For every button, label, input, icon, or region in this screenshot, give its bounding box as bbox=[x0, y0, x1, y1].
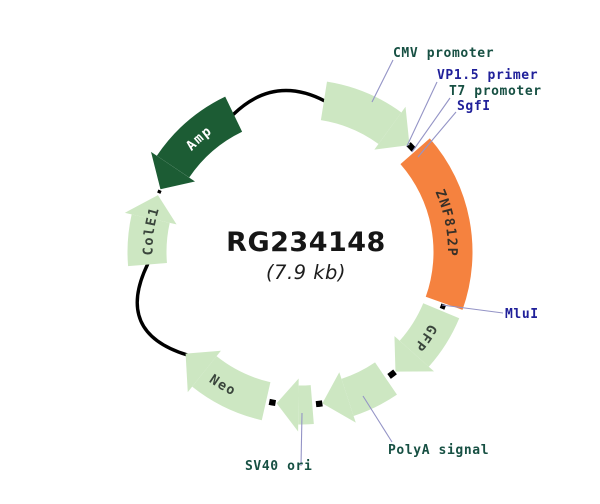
callout-label-vp15-primer: VP1.5 primer bbox=[437, 68, 538, 83]
feature-arc-sv40-ori bbox=[298, 385, 314, 425]
feature-arrowhead-sv40-ori bbox=[276, 378, 299, 432]
feature-arc-cole1 bbox=[127, 214, 170, 267]
callout-label-sgfi: SgfI bbox=[457, 99, 491, 114]
feature-label-cole1: ColE1 bbox=[140, 205, 163, 256]
feature-arrowhead-cole1 bbox=[124, 195, 177, 225]
plasmid-center-label: RG234148 (7.9 kb) bbox=[226, 228, 386, 284]
feature-arrowhead-amp bbox=[151, 151, 196, 190]
leader-line-t7-promoter bbox=[411, 97, 451, 153]
leader-line-sv40-ori bbox=[300, 412, 303, 467]
leader-line-polya-signal bbox=[362, 395, 393, 443]
backbone-arc bbox=[135, 262, 189, 357]
callout-label-cmv-promoter: CMV promoter bbox=[393, 46, 494, 61]
leader-line-cmv-promoter bbox=[371, 59, 394, 103]
plasmid-size: (7.9 kb) bbox=[265, 260, 347, 284]
feature-arc-amp bbox=[156, 96, 243, 178]
junction-tick bbox=[439, 303, 447, 310]
leader-line-mlui bbox=[441, 304, 504, 314]
plasmid-name: RG234148 bbox=[226, 227, 386, 258]
callout-label-t7-promoter: T7 promoter bbox=[449, 84, 542, 99]
junction-tick bbox=[268, 398, 277, 406]
feature-arc-gfp bbox=[399, 303, 460, 367]
feature-arrowhead-polya-signal bbox=[322, 372, 356, 423]
feature-arrowhead-neo bbox=[185, 350, 221, 393]
feature-arrowhead-cmv-promoter bbox=[374, 106, 410, 150]
feature-arc-cmv-promoter bbox=[320, 81, 402, 144]
callout-label-polya-signal: PolyA signal bbox=[388, 443, 489, 458]
feature-arc-polya-signal bbox=[341, 362, 397, 416]
callout-label-mlui: MluI bbox=[505, 307, 539, 322]
junction-tick bbox=[315, 400, 323, 408]
leader-line-vp15-primer bbox=[406, 81, 438, 147]
junction-tick bbox=[157, 189, 162, 194]
junction-tick bbox=[387, 369, 397, 379]
callout-label-sv40-ori: SV40 ori bbox=[245, 459, 312, 474]
feature-arrowhead-gfp bbox=[394, 336, 435, 372]
feature-arc-znf812p bbox=[400, 138, 473, 310]
leader-line-sgfi bbox=[417, 111, 457, 158]
backbone-arc bbox=[231, 88, 327, 116]
feature-arc-neo bbox=[192, 356, 271, 421]
